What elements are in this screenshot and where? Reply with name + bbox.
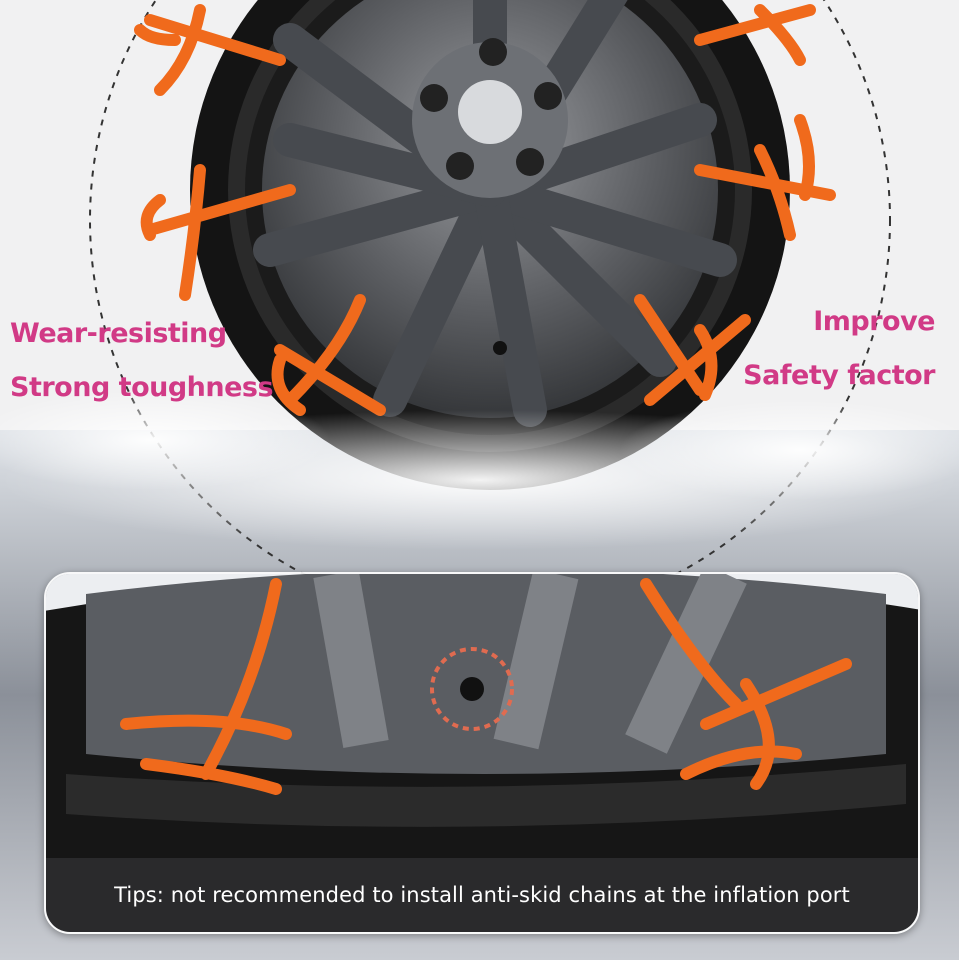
- inflation-port-inset: Tips: not recommended to install anti-sk…: [44, 572, 920, 934]
- label-safety-factor: Safety factor: [743, 360, 935, 391]
- orange-straps-top: [134, 4, 836, 416]
- label-improve: Improve: [813, 306, 935, 337]
- label-wear-resisting: Wear-resisting: [10, 318, 227, 349]
- tips-text: Tips: not recommended to install anti-sk…: [114, 883, 850, 907]
- tire-top: [190, 0, 790, 490]
- orange-straps-inset: [120, 578, 852, 795]
- tips-bar: Tips: not recommended to install anti-sk…: [46, 858, 918, 932]
- label-strong-toughness: Strong toughness: [10, 372, 274, 403]
- inflation-port-marker: [430, 647, 514, 731]
